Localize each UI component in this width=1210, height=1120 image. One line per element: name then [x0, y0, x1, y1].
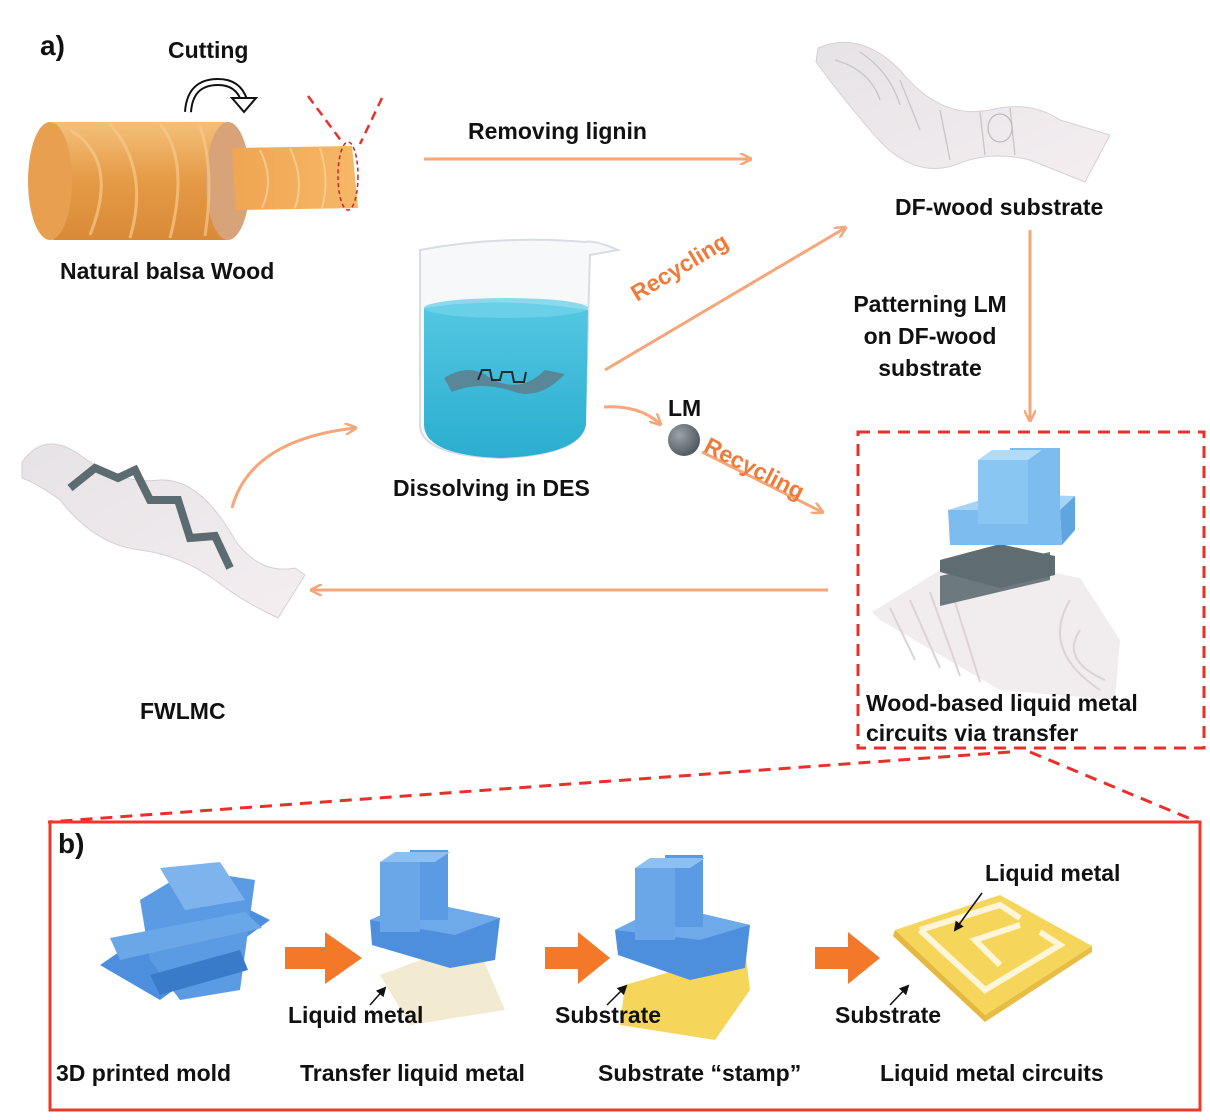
zoom-connector-right [1029, 750, 1199, 824]
panel-a-label: a) [40, 30, 65, 61]
fwlmc-ribbon [21, 443, 306, 619]
pointer-arrow-substrate-2 [889, 984, 910, 1006]
step-arrow-1 [285, 932, 362, 984]
panel-b-frame [48, 820, 1202, 1112]
dissolve-arrow [230, 428, 355, 509]
step-caption-transfer: Transfer liquid metal [300, 1060, 525, 1086]
transfer-stamp-illustration [872, 448, 1120, 700]
lm-extraction-arrow [603, 405, 660, 424]
cutting-rotate-icon [184, 77, 259, 114]
step-arrow-3 [815, 932, 880, 984]
printed-mold-illustration [100, 862, 270, 1000]
patterning-label: Patterning LM on DF-wood substrate [832, 288, 1028, 384]
fwlmc-label: FWLMC [140, 698, 226, 724]
df-wood-label: DF-wood substrate [895, 194, 1104, 220]
pointer-arrow-liquid-metal-1 [369, 986, 387, 1006]
wood-plank [232, 95, 384, 211]
step-caption-circuits: Liquid metal circuits [880, 1060, 1104, 1086]
pointer-liquid-metal-2: Liquid metal [985, 860, 1121, 886]
recycling-arrow-to-df-wood [604, 228, 845, 372]
zoom-connector-left [47, 750, 1011, 824]
lm-label: LM [668, 395, 702, 421]
pointer-arrow-liquid-metal-2 [953, 892, 983, 932]
transfer-lm-illustration [370, 850, 505, 1025]
des-beaker [419, 238, 622, 460]
removing-lignin-label: Removing lignin [468, 118, 647, 144]
recycling-arrow-to-transfer [701, 450, 822, 512]
pointer-substrate-1: Substrate [555, 1002, 662, 1028]
pointer-substrate-2: Substrate [835, 1002, 942, 1028]
lm-droplet-icon [668, 424, 700, 456]
patterning-line-3: substrate [878, 355, 982, 381]
wood-based-line-1: Wood-based liquid metal [866, 690, 1138, 716]
transfer-highlight-box [856, 430, 1206, 750]
lm-circuit-illustration [893, 895, 1092, 1022]
substrate-stamp-illustration [615, 855, 750, 1040]
panel-b-label: b) [58, 828, 85, 859]
patterning-line-1: Patterning LM [853, 291, 1007, 317]
step-caption-mold: 3D printed mold [56, 1060, 232, 1086]
pointer-liquid-metal-1: Liquid metal [288, 1002, 424, 1028]
step-caption-stamp: Substrate “stamp” [598, 1060, 802, 1086]
pointer-arrow-substrate-1 [606, 984, 628, 1006]
patterning-line-2: on DF-wood [863, 323, 997, 349]
df-wood-ribbon [815, 41, 1111, 183]
cutting-label: Cutting [168, 37, 249, 63]
balsa-wood-log [28, 122, 250, 240]
dissolving-label: Dissolving in DES [393, 475, 590, 501]
wood-based-circuits-label: Wood-based liquid metal circuits via tra… [866, 688, 1138, 748]
natural-wood-label: Natural balsa Wood [60, 258, 275, 284]
wood-based-line-2: circuits via transfer [866, 720, 1079, 746]
step-arrow-2 [545, 932, 610, 984]
